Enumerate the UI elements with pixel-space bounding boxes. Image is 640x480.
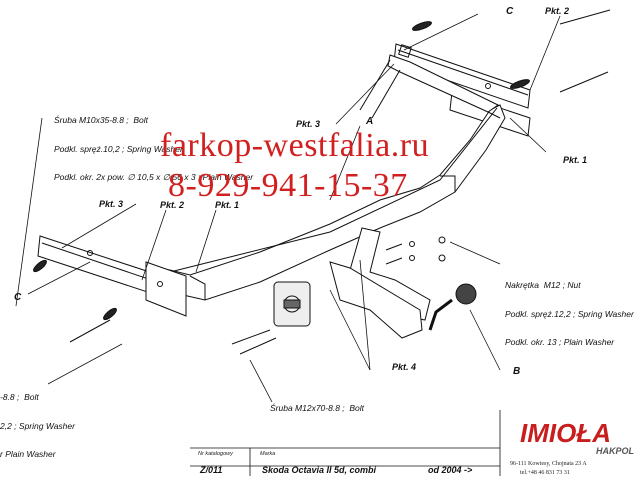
side-arm bbox=[359, 54, 499, 119]
socket-plate bbox=[273, 281, 311, 327]
bolt-m10-line1: Śruba M10x35-8.8 ; Bolt bbox=[54, 115, 149, 125]
pkt3-mid-label: Pkt. 3 bbox=[296, 119, 321, 129]
bolts-top-right bbox=[412, 9, 611, 93]
company-logo-sub: HAKPOL bbox=[596, 446, 634, 456]
company-logo: IMIOŁA bbox=[520, 418, 611, 448]
bolt-m10-note: Śruba M10x35-8.8 ; Bolt Podkl. spręż.10,… bbox=[54, 97, 253, 192]
company-address: 96-111 Kowiesy, Chojnata 23 A bbox=[510, 461, 587, 467]
bolts-left bbox=[33, 259, 277, 355]
from-value: od 2004 -> bbox=[428, 465, 473, 475]
letter-b: B bbox=[513, 366, 521, 377]
bolts-right bbox=[385, 236, 446, 265]
pkt2-left-label: Pkt. 2 bbox=[160, 200, 185, 210]
bolt-left-line1: -8.8 ; Bolt bbox=[0, 392, 39, 402]
watermark-phone: 8-929-941-15-37 bbox=[168, 167, 408, 204]
bolt-m10-line3: Podkl. okr. 2x pow. ∅ 10,5 x ∅ 56 x 3 ; … bbox=[54, 172, 254, 182]
bolt-left-line3: r Plain Washer bbox=[0, 449, 56, 459]
bolt-m12-note: Śruba M12x70-8.8 ; Bolt bbox=[270, 403, 365, 413]
nut-m12-line3: Podkl. okr. 13 ; Plain Washer bbox=[505, 337, 615, 347]
ball-mount bbox=[329, 227, 477, 339]
catalog-value: Z/011 bbox=[200, 465, 223, 475]
catalog-label: Nr katalogowy bbox=[198, 451, 233, 457]
leader-lines bbox=[15, 13, 561, 403]
marka-value: Skoda Octavia II 5d, combi bbox=[262, 465, 377, 475]
bracket-plate-left-lower bbox=[145, 261, 187, 317]
letter-c-left: C bbox=[14, 292, 22, 303]
nut-m12-line2: Podkl. spręż.12,2 ; Spring Washer bbox=[505, 308, 634, 319]
marka-label: Marka bbox=[260, 451, 276, 457]
pkt1-right-label: Pkt. 1 bbox=[563, 155, 588, 165]
title-block bbox=[190, 410, 501, 476]
pkt3-left-label: Pkt. 3 bbox=[99, 199, 124, 209]
pkt2-top-label: Pkt. 2 bbox=[545, 6, 570, 16]
pkt1-left-label: Pkt. 1 bbox=[215, 200, 240, 210]
bracket-c-top bbox=[393, 43, 531, 109]
company-phone: tel.+48 46 831 73 31 bbox=[520, 470, 570, 476]
nut-m12-line1: Nakrętka M12 ; Nut bbox=[505, 280, 581, 290]
letter-c-top: C bbox=[506, 6, 514, 17]
bolt-left-note: -8.8 ; Bolt 2,2 ; Spring Washer r Plain … bbox=[0, 374, 75, 469]
nut-m12-note: Nakrętka M12 ; Nut Podkl. spręż.12,2 ; S… bbox=[505, 262, 634, 357]
watermark-site: farkop-westfalia.ru bbox=[160, 127, 430, 164]
bolt-left-line2: 2,2 ; Spring Washer bbox=[0, 420, 75, 431]
bolt-m10-line2: Podkl. spręż.10,2 ; Spring Washer bbox=[54, 143, 183, 154]
pkt4-label: Pkt. 4 bbox=[392, 362, 417, 372]
letter-a: A bbox=[366, 116, 374, 127]
